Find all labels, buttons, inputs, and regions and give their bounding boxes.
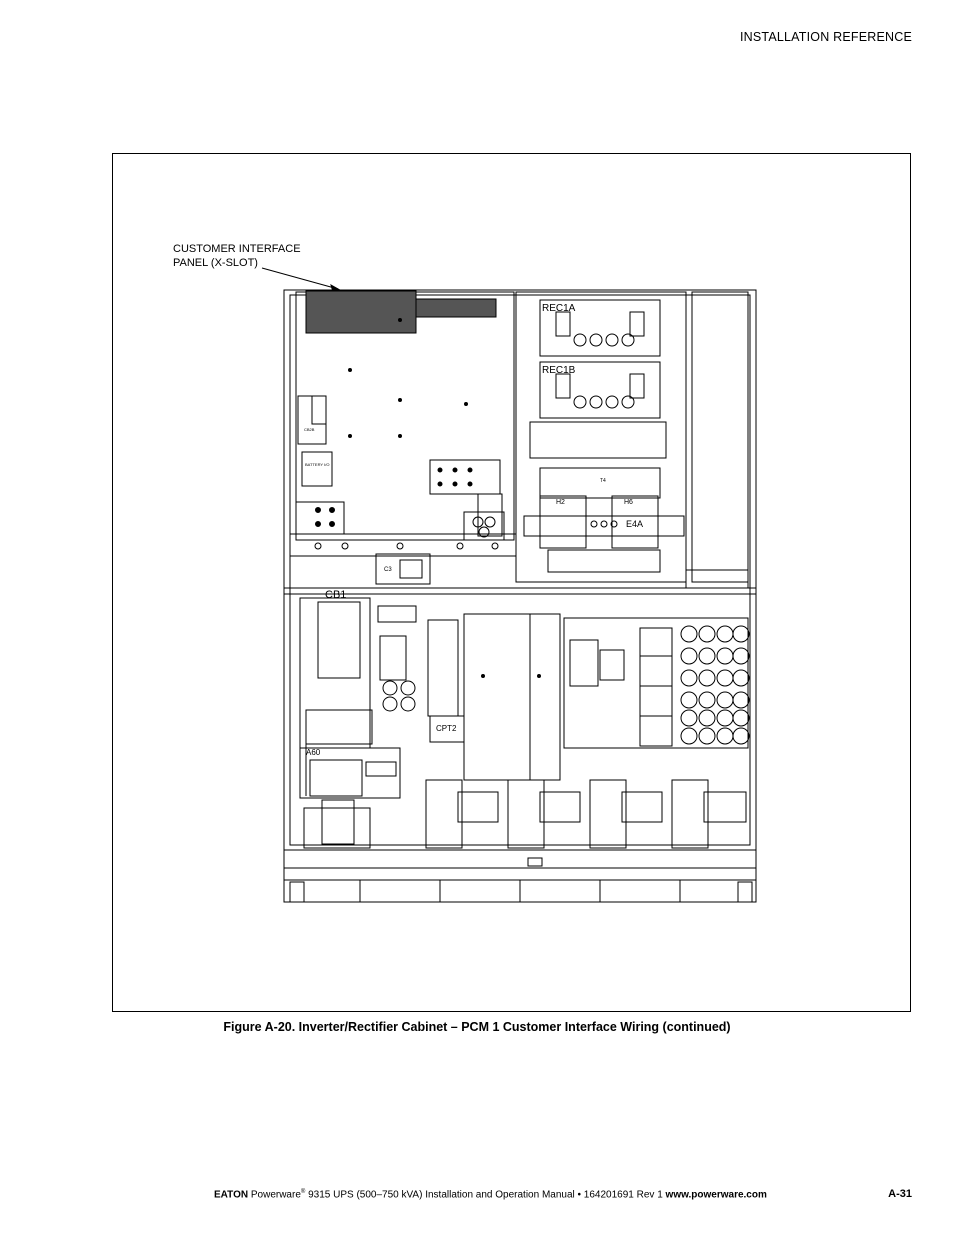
footer-product: Powerware — [250, 1189, 301, 1201]
footer-reg: ® — [300, 1189, 306, 1195]
page-footer: EATON Powerware® 9315 UPS (500–750 kVA) … — [214, 1189, 767, 1200]
cabinet-outline — [283, 289, 757, 903]
callout-line-1: CUSTOMER INTERFACE — [173, 243, 301, 255]
label-rec1a: REC1A — [542, 303, 576, 314]
inductor-row — [425, 779, 747, 849]
lower-right-section — [563, 617, 750, 749]
label-cb2b: CB2B — [304, 427, 315, 432]
label-a60: A60 — [306, 748, 321, 757]
figure-caption: Figure A-20. Inverter/Rectifier Cabinet … — [223, 1020, 731, 1034]
label-cb1: CB1 — [325, 589, 346, 601]
footer-url: www.powerware.com — [665, 1189, 767, 1201]
section-header: INSTALLATION REFERENCE — [739, 30, 912, 44]
lower-middle-section — [463, 613, 561, 781]
upper-left-section — [289, 290, 517, 585]
label-c3: C3 — [384, 567, 392, 573]
footer-manual-title: 9315 UPS (500–750 kVA) Installation and … — [305, 1189, 666, 1201]
label-e4a: E4A — [626, 519, 643, 529]
label-t4: T4 — [600, 478, 606, 484]
page-number: A-31 — [888, 1188, 912, 1200]
label-rec1b: REC1B — [542, 365, 576, 376]
callout-label: CUSTOMER INTERFACE PANEL (X-SLOT) — [173, 242, 301, 270]
upper-right-section — [515, 291, 749, 589]
callout-arrow — [261, 267, 342, 293]
label-h6: H6 — [624, 499, 633, 506]
callout-line-2: PANEL (X-SLOT) — [173, 257, 258, 269]
label-cpt2: CPT2 — [436, 724, 457, 733]
footer-brand: EATON — [214, 1189, 249, 1201]
figure-frame — [112, 153, 911, 1012]
label-h2: H2 — [556, 499, 565, 506]
lower-left-section — [299, 597, 465, 849]
label-battery-io: BATTERY I/O — [305, 462, 329, 467]
capacitor-bank — [680, 625, 750, 745]
